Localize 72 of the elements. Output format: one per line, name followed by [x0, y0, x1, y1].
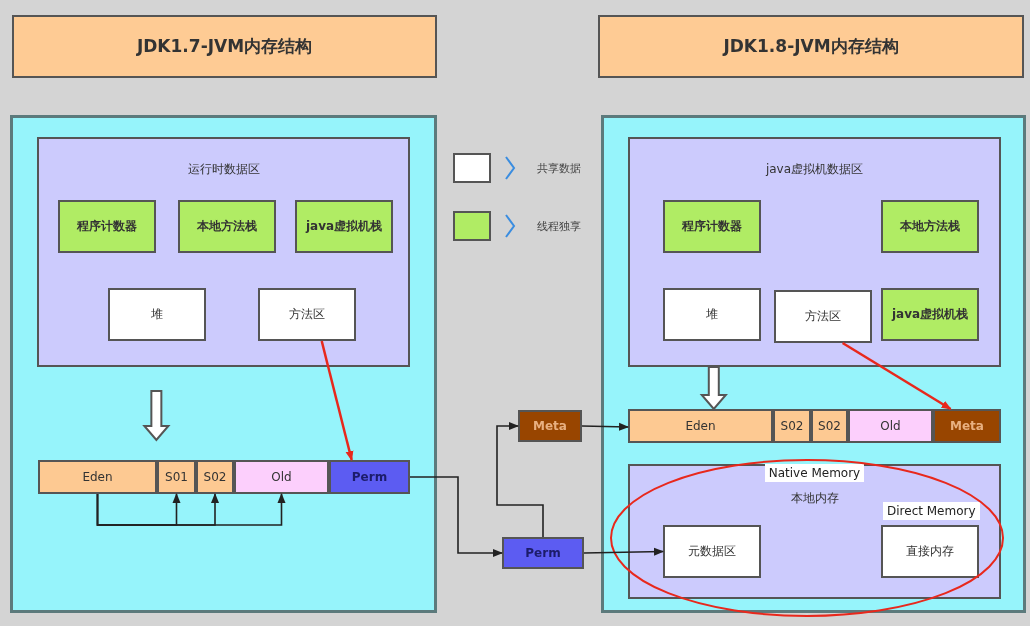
box-label: Eden	[82, 470, 113, 484]
hollow-arrow	[142, 390, 171, 442]
perm-segment	[329, 460, 410, 494]
legend-label: 线程独享	[537, 218, 581, 234]
box-label: 堆	[151, 306, 163, 323]
arrow	[496, 422, 544, 538]
box-label: java虚拟机栈	[891, 306, 969, 323]
box-label: S02	[818, 419, 841, 433]
thread-private-box	[881, 288, 979, 341]
box-label: JDK1.8-JVM内存结构	[723, 35, 899, 58]
box-heading: Direct Memory	[883, 502, 980, 520]
box-label: 直接内存	[906, 543, 954, 560]
box-label: 本地方法栈	[197, 218, 257, 235]
box-label: 方法区	[289, 306, 325, 323]
data-area-panel	[628, 464, 1001, 599]
heap-segment	[773, 409, 811, 443]
box-heading: Native Memory	[764, 464, 865, 482]
heap-segment	[234, 460, 329, 494]
box-label: JDK1.7-JVM内存结构	[136, 35, 313, 58]
heap-segment	[848, 409, 933, 443]
box-label: Meta	[950, 419, 984, 433]
arrow	[409, 476, 503, 557]
heap-segment	[157, 460, 196, 494]
box-label: Eden	[685, 419, 716, 433]
thread-private-box	[178, 200, 276, 253]
perm-segment	[502, 537, 584, 569]
box-label: S02	[780, 419, 804, 433]
title-box	[12, 15, 437, 78]
memory-panel	[10, 115, 437, 613]
box-label: 堆	[706, 306, 718, 323]
box-label: Perm	[351, 470, 388, 484]
shared-box	[258, 288, 356, 341]
shared-box	[108, 288, 206, 341]
heap-segment	[811, 409, 848, 443]
meta-segment	[518, 410, 582, 442]
box-label: Old	[271, 470, 292, 484]
box-heading: java虚拟机数据区	[765, 161, 864, 178]
meta-segment	[933, 409, 1001, 443]
arrow	[96, 493, 286, 526]
shared-box	[663, 525, 761, 578]
thread-private-box	[663, 200, 761, 253]
arrow	[583, 547, 664, 556]
box-label: 元数据区	[688, 543, 736, 560]
shared-box	[774, 290, 872, 343]
box-label: S01	[165, 470, 188, 484]
legend-label: 共享数据	[537, 160, 581, 176]
box-label: Perm	[525, 546, 561, 560]
shared-box	[663, 288, 761, 341]
arrow	[581, 422, 629, 431]
box-label: 方法区	[805, 308, 841, 325]
box-heading: 本地内存	[790, 490, 839, 507]
box-label: 程序计数器	[77, 218, 137, 235]
data-area-panel	[628, 137, 1001, 367]
title-box	[598, 15, 1024, 78]
box-label: Old	[880, 419, 901, 433]
thread-private-box	[295, 200, 393, 253]
heap-segment	[38, 460, 157, 494]
box-label: 本地方法栈	[900, 218, 960, 235]
arrow	[320, 340, 354, 461]
box-label: 程序计数器	[682, 218, 742, 235]
box-label: Meta	[533, 419, 567, 433]
thread-private-box	[881, 200, 979, 253]
arrow	[841, 341, 952, 411]
box-heading: 运行时数据区	[187, 161, 260, 178]
data-area-panel	[37, 137, 410, 367]
box-label: S02	[203, 470, 227, 484]
heap-segment	[196, 460, 234, 494]
heap-segment	[628, 409, 773, 443]
memory-panel	[601, 115, 1026, 613]
box-label: java虚拟机栈	[305, 218, 383, 235]
thread-private-box	[58, 200, 156, 253]
hollow-arrow	[699, 366, 728, 411]
